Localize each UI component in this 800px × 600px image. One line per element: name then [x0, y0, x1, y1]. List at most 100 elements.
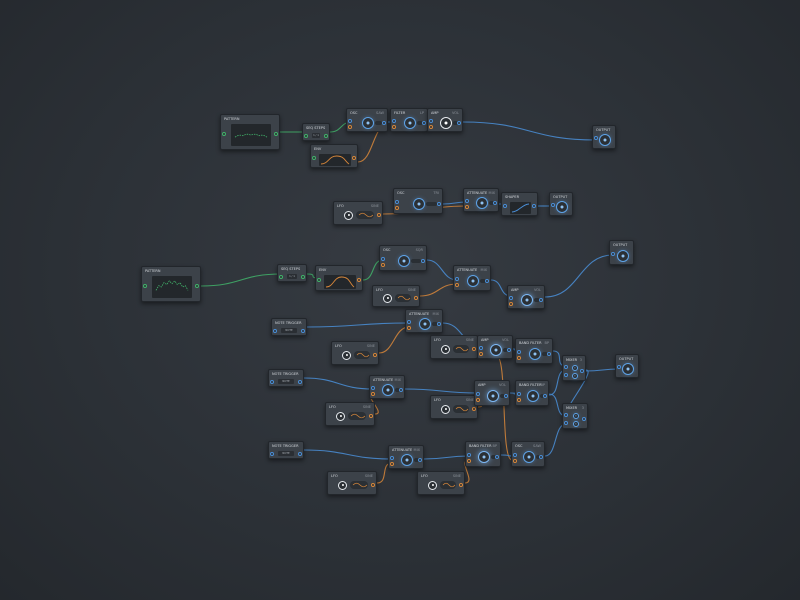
input-port[interactable] [312, 156, 316, 160]
output-port[interactable] [373, 353, 377, 357]
output-port[interactable] [298, 380, 302, 384]
output-port[interactable] [539, 298, 543, 302]
input-port[interactable] [395, 200, 399, 204]
input-port[interactable] [509, 296, 513, 300]
input-port[interactable] [564, 373, 568, 377]
input-port[interactable] [348, 125, 352, 129]
parameter-knob[interactable] [521, 294, 533, 306]
rate-knob[interactable] [383, 293, 392, 303]
input-port[interactable] [564, 365, 568, 369]
input-port[interactable] [143, 284, 147, 288]
input-port[interactable] [390, 462, 394, 466]
output-port[interactable] [369, 414, 373, 418]
parameter-knob[interactable] [487, 390, 499, 402]
output-port[interactable] [371, 483, 375, 487]
input-port[interactable] [611, 252, 615, 256]
node-output[interactable]: OUTPUT [592, 125, 616, 149]
output-port[interactable] [437, 202, 441, 206]
rate-knob[interactable] [428, 480, 437, 490]
value-field[interactable]: NOTE [278, 451, 294, 456]
output-port[interactable] [493, 201, 497, 205]
output-port[interactable] [582, 417, 586, 421]
input-port[interactable] [395, 206, 399, 210]
output-port[interactable] [580, 369, 584, 373]
wire-blue[interactable] [303, 377, 374, 390]
input-port[interactable] [564, 421, 568, 425]
wire-orange[interactable] [419, 283, 458, 297]
node-output[interactable]: OUTPUT [609, 240, 634, 265]
parameter-knob[interactable] [490, 344, 502, 356]
input-port[interactable] [517, 398, 521, 402]
parameter-knob[interactable] [413, 198, 425, 210]
parameter-knob[interactable] [401, 454, 413, 466]
output-port[interactable] [298, 452, 302, 456]
output-port[interactable] [539, 455, 543, 459]
input-port[interactable] [348, 119, 352, 123]
parameter-knob[interactable] [362, 117, 374, 129]
input-port[interactable] [317, 278, 321, 282]
wire-blue[interactable] [544, 254, 614, 298]
input-port[interactable] [304, 134, 308, 138]
output-port[interactable] [543, 394, 547, 398]
wire-green[interactable] [200, 273, 282, 287]
parameter-knob[interactable] [382, 384, 394, 396]
input-port[interactable] [270, 452, 274, 456]
node-output[interactable]: OUTPUT [549, 192, 573, 216]
output-port[interactable] [437, 322, 441, 326]
input-port[interactable] [222, 132, 226, 136]
input-port[interactable] [371, 386, 375, 390]
value-field[interactable]: 1 / 1 [287, 274, 297, 279]
input-port[interactable] [551, 203, 555, 207]
output-port[interactable] [357, 278, 361, 282]
value-field[interactable]: NOTE [281, 328, 297, 333]
parameter-knob[interactable] [398, 255, 410, 267]
input-port[interactable] [465, 205, 469, 209]
rate-knob[interactable] [344, 210, 353, 220]
output-port[interactable] [301, 275, 305, 279]
wire-blue[interactable] [423, 455, 470, 460]
rate-knob[interactable] [342, 350, 351, 360]
input-port[interactable] [617, 365, 621, 369]
output-port[interactable] [459, 483, 463, 487]
input-port[interactable] [279, 275, 283, 279]
value-field[interactable]: NOTE [278, 379, 294, 384]
input-port[interactable] [476, 392, 480, 396]
input-port[interactable] [455, 277, 459, 281]
parameter-knob[interactable] [616, 250, 629, 262]
parameter-knob[interactable] [404, 117, 416, 129]
parameter-knob[interactable] [440, 117, 452, 129]
output-port[interactable] [485, 279, 489, 283]
output-port[interactable] [414, 296, 418, 300]
output-port[interactable] [472, 347, 476, 351]
input-port[interactable] [476, 398, 480, 402]
input-port[interactable] [513, 453, 517, 457]
input-port[interactable] [455, 283, 459, 287]
mixer-knob[interactable] [573, 413, 579, 419]
node-output[interactable]: OUTPUT [615, 354, 639, 378]
parameter-knob[interactable] [622, 363, 634, 375]
node-env[interactable]: ENV [315, 265, 363, 291]
input-port[interactable] [594, 136, 598, 140]
wire-blue[interactable] [462, 121, 597, 141]
input-port[interactable] [270, 380, 274, 384]
mixer-knob[interactable] [573, 421, 579, 427]
